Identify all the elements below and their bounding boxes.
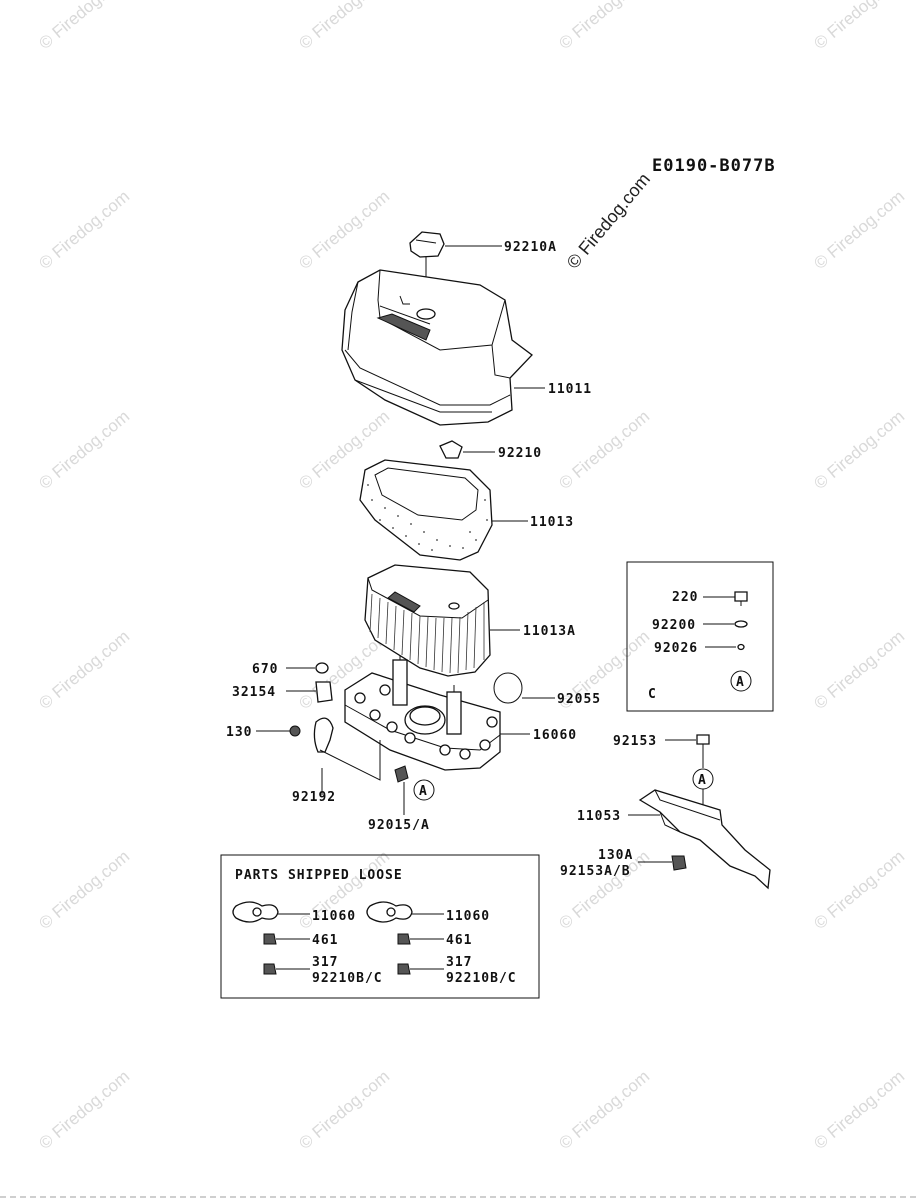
label-92026: 92026	[654, 641, 698, 656]
diagram-code: E0190-B077B	[652, 156, 776, 176]
label-11013A: 11013A	[523, 624, 576, 639]
o-ring-92055	[493, 672, 523, 704]
loose-right-317: 317	[446, 955, 472, 970]
svg-text:A: A	[698, 773, 707, 788]
label-130A: 130A	[598, 848, 633, 863]
svg-text:© Firedog.com: © Firedog.com	[35, 0, 133, 53]
label-11053: 11053	[577, 809, 621, 824]
loose-left-92210BC: 92210B/C	[312, 971, 383, 986]
parts-shipped-loose-box: PARTS SHIPPED LOOSE 11060 461 317 92210B…	[220, 854, 540, 999]
loose-left-317: 317	[312, 955, 338, 970]
label-92055: 92055	[557, 692, 601, 707]
loose-left-nut: 461	[312, 933, 338, 948]
label-92153AB: 92153A/B	[560, 864, 631, 879]
clip-92210	[439, 440, 463, 459]
svg-text:© Firedog.com: © Firedog.com	[35, 1067, 133, 1153]
label-130: 130	[226, 725, 252, 740]
reference-circle-a1	[413, 779, 435, 801]
loose-right-gasket: 11060	[446, 909, 490, 924]
svg-text:© Firedog.com: © Firedog.com	[555, 407, 653, 493]
svg-text:© Firedog.com: © Firedog.com	[555, 0, 653, 53]
pre-filter-11013	[359, 459, 493, 561]
air-filter-element-11013A	[364, 564, 491, 677]
svg-text:© Firedog.com: © Firedog.com	[295, 187, 393, 273]
svg-text:A: A	[736, 675, 745, 690]
label-670: 670	[252, 662, 278, 677]
label-32154: 32154	[232, 685, 276, 700]
hose-92192-line	[319, 740, 381, 781]
svg-text:© Firedog.com: © Firedog.com	[295, 0, 393, 53]
loose-right-nut: 461	[446, 933, 472, 948]
loose-right-92210BC: 92210B/C	[446, 971, 517, 986]
svg-text:© Firedog.com: © Firedog.com	[810, 407, 908, 493]
label-92210A: 92210A	[504, 240, 557, 255]
air-cleaner-cover-11011	[341, 269, 533, 426]
bracket-11053: 92153 A 11053 130A 92153A/B	[560, 734, 771, 890]
loose-left-gasket: 11060	[312, 909, 356, 924]
svg-text:© Firedog.com: © Firedog.com	[35, 627, 133, 713]
label-c: C	[648, 687, 657, 702]
label-92192: 92192	[292, 790, 336, 805]
inset-box-c: 220 92200 92026 A C	[626, 561, 774, 712]
label-16060: 16060	[533, 728, 577, 743]
label-11013: 11013	[530, 515, 574, 530]
svg-text:© Firedog.com: © Firedog.com	[35, 847, 133, 933]
loose-box-title: PARTS SHIPPED LOOSE	[235, 868, 403, 883]
svg-text:© Firedog.com: © Firedog.com	[35, 187, 133, 273]
svg-text:© Firedog.com: © Firedog.com	[810, 1067, 908, 1153]
svg-text:© Firedog.com: © Firedog.com	[555, 1067, 653, 1153]
label-92210: 92210	[498, 446, 542, 461]
svg-text:© Firedog.com: © Firedog.com	[810, 847, 908, 933]
svg-text:© Firedog.com: © Firedog.com	[810, 187, 908, 273]
leader-lines	[256, 245, 555, 815]
watermark-dark: © Firedog.com	[563, 169, 654, 272]
svg-text:© Firedog.com: © Firedog.com	[35, 407, 133, 493]
label-220: 220	[672, 590, 698, 605]
label-11011: 11011	[548, 382, 592, 397]
svg-text:© Firedog.com: © Firedog.com	[295, 1067, 393, 1153]
svg-text:A: A	[419, 784, 428, 799]
label-92153: 92153	[613, 734, 657, 749]
label-92200: 92200	[652, 618, 696, 633]
small-parts-left	[289, 662, 409, 783]
base-16060	[344, 655, 501, 771]
label-92015A: 92015/A	[368, 818, 430, 833]
svg-text:© Firedog.com: © Firedog.com	[810, 627, 908, 713]
svg-text:© Firedog.com: © Firedog.com	[810, 0, 908, 53]
